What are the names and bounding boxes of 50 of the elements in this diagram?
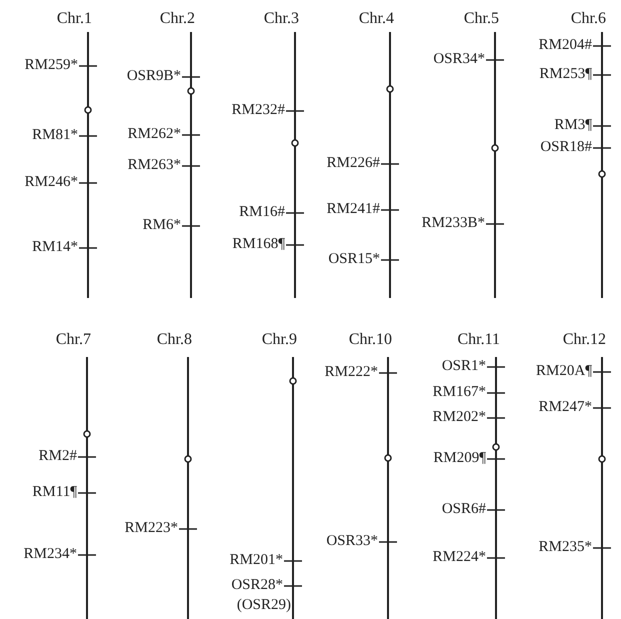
chromosome-label: Chr.3 [264, 10, 299, 28]
marker-label: RM16# [239, 204, 285, 220]
marker-label: RM202* [432, 409, 486, 425]
marker-label: RM201* [230, 552, 283, 568]
marker-label: RM226# [326, 155, 380, 171]
chromosome-label: Chr.7 [56, 331, 91, 349]
marker-label: RM204# [538, 37, 592, 53]
marker-label: (OSR29) [236, 597, 291, 613]
marker-label: OSR9B* [126, 68, 181, 84]
marker-label: RM262* [128, 126, 181, 142]
chromosome-label: Chr.2 [160, 10, 195, 28]
marker-label: RM11¶ [32, 484, 77, 500]
marker-label: RM247* [538, 399, 592, 415]
marker-label: RM253¶ [539, 66, 592, 82]
chromosome-label: Chr.12 [562, 331, 606, 349]
marker-label: RM167* [432, 384, 486, 400]
chromosome-label: Chr.8 [156, 331, 192, 349]
marker-label: OSR15* [328, 251, 380, 267]
marker-label: RM2# [38, 448, 77, 464]
marker-label: RM241# [326, 201, 380, 217]
marker-label: OSR33* [326, 533, 378, 549]
marker-label: RM234* [24, 546, 77, 562]
chromosome-label: Chr.11 [457, 331, 500, 349]
marker-label: OSR34* [433, 51, 485, 67]
marker-label: RM235* [538, 539, 592, 555]
marker-label: RM232# [232, 102, 285, 118]
marker-label: RM259* [24, 57, 78, 73]
marker-label: RM81* [32, 127, 78, 143]
marker-label: RM223* [124, 520, 178, 536]
marker-label: OSR18# [540, 139, 592, 155]
marker-label: OSR6# [442, 501, 486, 517]
marker-label: RM246* [24, 174, 78, 190]
marker-label: RM14* [32, 239, 78, 255]
marker-label: RM209¶ [433, 450, 486, 466]
marker-label: OSR1* [442, 358, 486, 374]
chromosome-label: Chr.10 [348, 331, 392, 349]
chromosome-label: Chr.1 [56, 10, 92, 28]
marker-label: RM20A¶ [536, 363, 592, 379]
marker-label: RM263* [128, 157, 181, 173]
marker-label: RM168¶ [232, 236, 285, 252]
chromosome-label: Chr.4 [358, 10, 394, 28]
marker-label: RM3¶ [554, 117, 592, 133]
chromosome-label: Chr.6 [570, 10, 606, 28]
marker-label: RM224* [432, 549, 486, 565]
marker-label: RM222* [324, 364, 378, 380]
marker-label: RM233B* [422, 215, 485, 231]
chromosome-label: Chr.5 [464, 10, 499, 28]
marker-label: OSR28* [231, 577, 283, 593]
marker-label: RM6* [142, 217, 181, 233]
chromosome-label: Chr.9 [262, 331, 297, 349]
